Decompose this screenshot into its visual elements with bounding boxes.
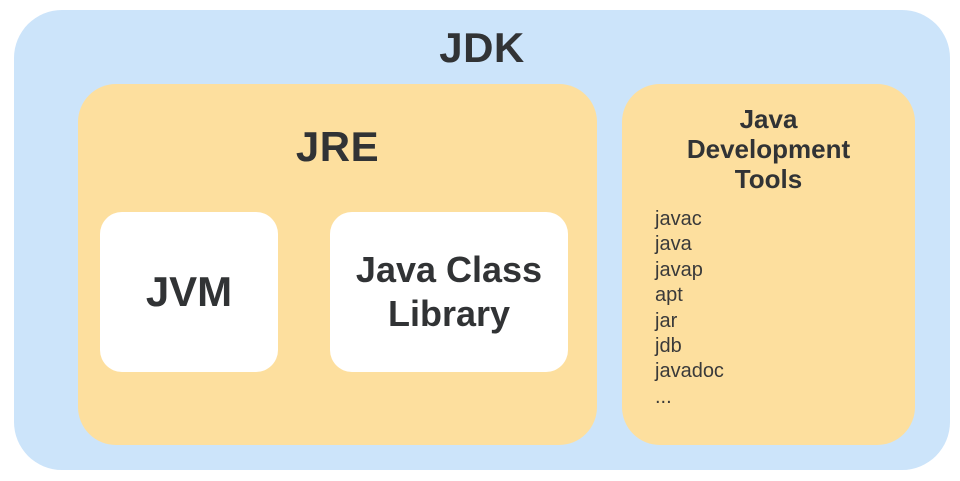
jre-container: JRE JVM Java Class Library — [78, 84, 597, 445]
dev-tools-list-item: java — [655, 233, 692, 256]
java-class-library-label: Java Class Library — [355, 249, 543, 334]
dev-tools-list-item: javap — [655, 258, 703, 281]
jvm-label: JVM — [145, 268, 233, 315]
jdk-container: JDK JRE JVM Java Class Library Java Deve… — [14, 10, 950, 470]
dev-tools-container: Java Development Tools javac java javap … — [622, 84, 915, 445]
dev-tools-list: javac java javap apt jar jdb javadoc ... — [622, 207, 915, 410]
jvm-box: JVM — [100, 212, 278, 372]
dev-tools-list-item: javadoc — [655, 360, 724, 383]
dev-tools-list-item: jdb — [655, 335, 682, 358]
dev-tools-list-item: apt — [655, 284, 683, 307]
dev-tools-list-item: jar — [655, 309, 678, 332]
java-class-library-box: Java Class Library — [330, 212, 568, 372]
jre-label: JRE — [295, 123, 380, 170]
jdk-label: JDK — [439, 24, 525, 71]
jre-children-row: JVM Java Class Library — [100, 212, 568, 372]
dev-tools-list-item: javac — [655, 208, 702, 230]
dev-tools-title: Java Development Tools — [686, 104, 851, 194]
dev-tools-list-item: ... — [655, 385, 672, 408]
